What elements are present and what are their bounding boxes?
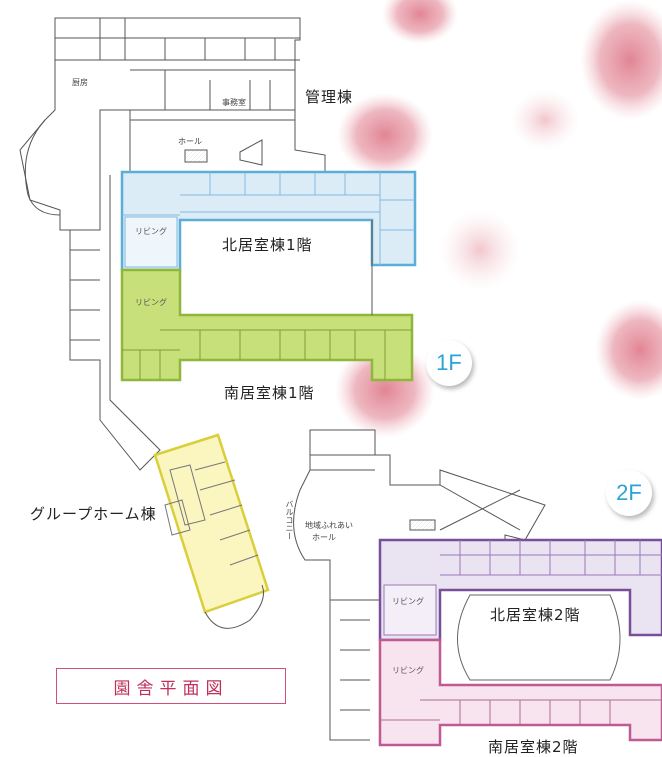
living-north-2f-label: リビング	[392, 597, 424, 606]
group-home-building	[153, 433, 270, 629]
admin-building-label: 管理棟	[305, 88, 354, 106]
group-home-label: グループホーム棟	[30, 505, 157, 523]
blossom-decor	[335, 0, 662, 438]
plan-title: 園舎平面図	[56, 668, 286, 704]
hall-label: ホール	[178, 137, 202, 146]
north-wing-1f	[120, 170, 417, 272]
south-wing-1f	[120, 268, 414, 382]
floor-2f-badge: 2F	[606, 470, 652, 516]
south-wing-1f-label: 南居室棟1階	[224, 384, 315, 402]
south-wing-2f-label: 南居室棟2階	[488, 738, 579, 756]
office-label: 事務室	[222, 98, 246, 107]
kitchen-label: 厨房	[72, 78, 88, 87]
balcony-label: バルコニー	[285, 500, 294, 540]
community-hall-label-2: ホール	[312, 533, 336, 542]
south-wing-2f	[378, 638, 662, 747]
living-south-2f-label: リビング	[392, 666, 424, 675]
community-hall-label-1: 地域ふれあい	[305, 521, 353, 530]
north-wing-1f-label: 北居室棟1階	[222, 236, 313, 254]
north-wing-2f-label: 北居室棟2階	[490, 606, 581, 624]
floor-1f-badge: 1F	[426, 340, 472, 386]
living-north-1f-label: リビング	[135, 227, 167, 236]
living-south-1f-label: リビング	[135, 298, 167, 307]
